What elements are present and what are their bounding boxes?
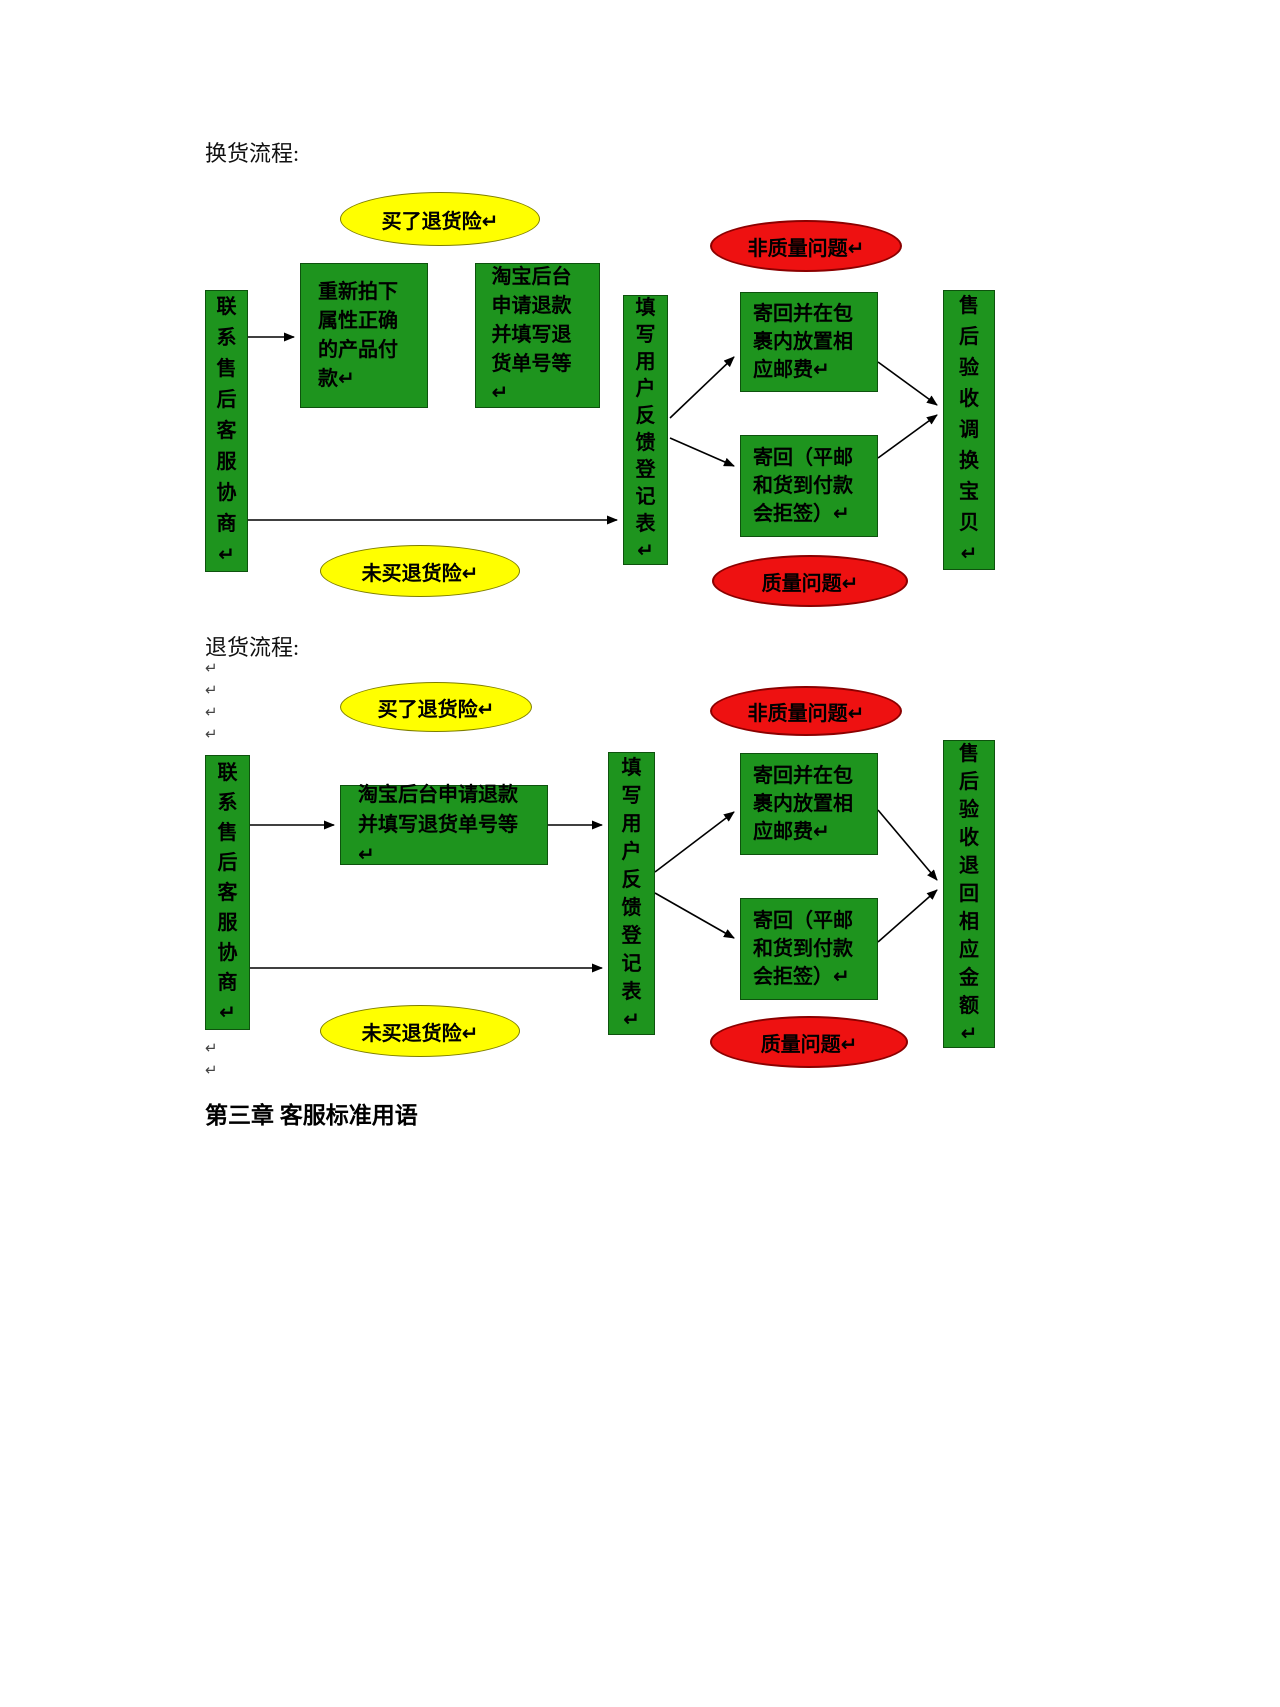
insurance-yes-label: 买了退货险↵ xyxy=(381,210,499,233)
pilcrow-icon: ↵ xyxy=(205,1040,218,1057)
pilcrow-icon: ↵ xyxy=(205,660,218,677)
paragraph-marks-mid: ↵ ↵ ↵ ↵ xyxy=(205,658,218,746)
apply-refund-box: 淘宝后台申请退款并填写退货单号等↵ xyxy=(340,784,548,866)
section-title-exchange: 换货流程: xyxy=(205,141,300,166)
paragraph-marks-bottom: ↵ ↵ xyxy=(205,1038,218,1082)
chapter-heading: 第三章 客服标准用语 xyxy=(205,1103,418,1128)
send-with-postage-box: 寄回并在包裹内放置相应邮费↵ xyxy=(740,292,878,392)
contact-service-box: 联系售后客服协商↵ xyxy=(205,755,250,1030)
insurance-yes-ellipse: 买了退货险↵ xyxy=(340,192,540,246)
non-quality-ellipse: 非质量问题↵ xyxy=(710,686,902,736)
insurance-yes-ellipse: 买了退货险↵ xyxy=(340,682,532,732)
arrow xyxy=(877,809,938,881)
quality-label: 质量问题↵ xyxy=(761,572,859,595)
insurance-no-label: 未买退货险↵ xyxy=(361,562,479,585)
insurance-no-ellipse: 未买退货险↵ xyxy=(320,545,520,597)
arrow xyxy=(654,811,735,873)
arrow xyxy=(877,361,938,406)
contact-service-label: 联系售后客服协商↵ xyxy=(216,295,237,566)
quality-ellipse: 质量问题↵ xyxy=(712,555,908,607)
verify-exchange-label: 售后验收调换宝贝↵ xyxy=(959,294,979,565)
apply-refund-label: 淘宝后台申请退款并填写退货单号等↵ xyxy=(358,784,518,866)
arrow xyxy=(877,414,938,459)
contact-service-box: 联系售后客服协商↵ xyxy=(205,290,248,572)
arrow xyxy=(669,356,735,419)
pilcrow-icon: ↵ xyxy=(205,704,218,721)
feedback-form-label: 填写用户反馈登记表↵ xyxy=(621,756,642,1031)
non-quality-label: 非质量问题↵ xyxy=(747,237,865,260)
send-with-postage-box: 寄回并在包裹内放置相应邮费↵ xyxy=(740,753,878,855)
send-with-postage-label: 寄回并在包裹内放置相应邮费↵ xyxy=(753,765,853,843)
reorder-box: 重新拍下属性正确的产品付款↵ xyxy=(300,263,428,408)
send-no-cod-box: 寄回（平邮和货到付款会拒签）↵ xyxy=(740,898,878,1000)
pilcrow-icon: ↵ xyxy=(205,726,218,743)
section-title-refund: 退货流程: xyxy=(205,635,300,660)
feedback-form-label: 填写用户反馈登记表↵ xyxy=(635,297,656,562)
arrow xyxy=(654,892,735,939)
quality-label: 质量问题↵ xyxy=(760,1033,858,1056)
verify-refund-label: 售后验收退回相应金额↵ xyxy=(959,743,979,1045)
contact-service-label: 联系售后客服协商↵ xyxy=(217,761,238,1024)
send-no-cod-label: 寄回（平邮和货到付款会拒签）↵ xyxy=(753,447,853,525)
send-no-cod-box: 寄回（平邮和货到付款会拒签）↵ xyxy=(740,435,878,537)
apply-refund-box: 淘宝后台申请退款并填写退货单号等↵ xyxy=(475,263,600,408)
arrow xyxy=(877,889,938,943)
verify-refund-box: 售后验收退回相应金额↵ xyxy=(943,740,995,1048)
quality-ellipse: 质量问题↵ xyxy=(710,1016,908,1068)
pilcrow-icon: ↵ xyxy=(205,1062,218,1079)
arrow xyxy=(669,437,735,467)
insurance-no-ellipse: 未买退货险↵ xyxy=(320,1005,520,1057)
feedback-form-box: 填写用户反馈登记表↵ xyxy=(623,295,668,565)
verify-exchange-box: 售后验收调换宝贝↵ xyxy=(943,290,995,570)
apply-refund-label: 淘宝后台申请退款并填写退货单号等↵ xyxy=(491,266,572,404)
insurance-yes-label: 买了退货险↵ xyxy=(377,698,495,721)
send-no-cod-label: 寄回（平邮和货到付款会拒签）↵ xyxy=(753,910,853,988)
insurance-no-label: 未买退货险↵ xyxy=(361,1022,479,1045)
reorder-label: 重新拍下属性正确的产品付款↵ xyxy=(318,280,398,390)
pilcrow-icon: ↵ xyxy=(205,682,218,699)
non-quality-label: 非质量问题↵ xyxy=(747,702,865,725)
non-quality-ellipse: 非质量问题↵ xyxy=(710,220,902,272)
feedback-form-box: 填写用户反馈登记表↵ xyxy=(608,752,655,1035)
send-with-postage-label: 寄回并在包裹内放置相应邮费↵ xyxy=(753,303,853,381)
